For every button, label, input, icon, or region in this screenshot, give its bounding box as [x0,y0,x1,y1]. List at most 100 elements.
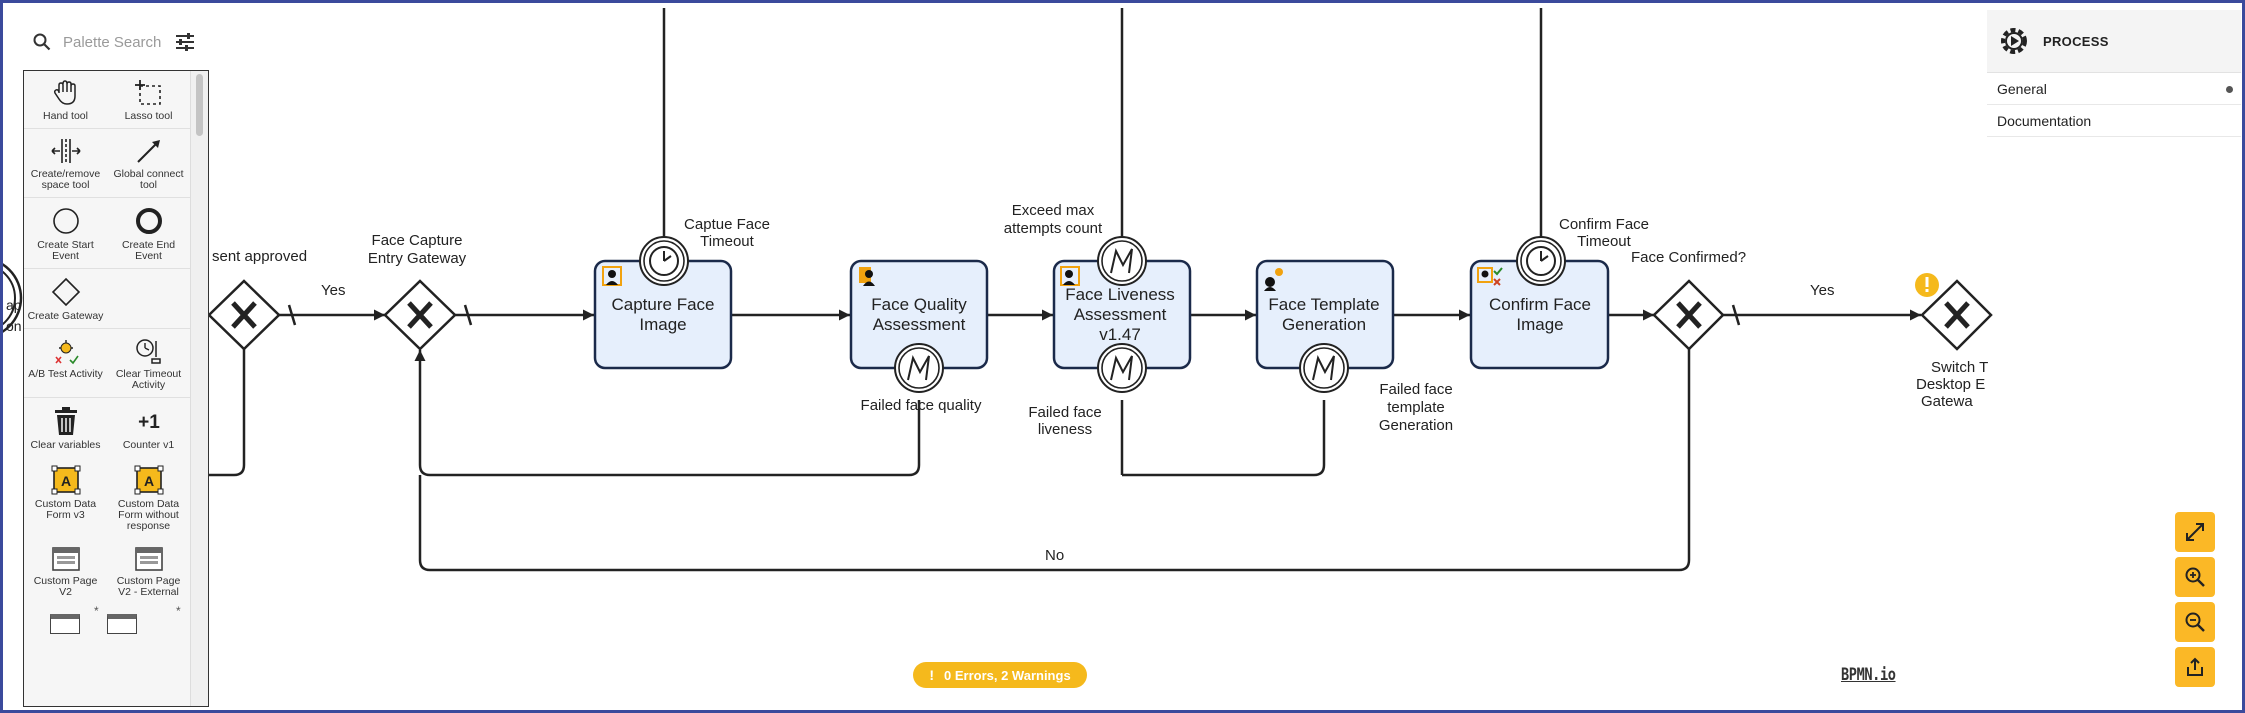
sequence-flows [208,304,1921,572]
palette-search-input[interactable]: Palette Search [63,33,162,51]
gateway-switch[interactable] [1920,279,1993,351]
timer-boundary-confirm[interactable] [1516,236,1566,286]
gateway-consent[interactable] [207,279,281,351]
face-liveness-icon [1060,266,1080,286]
palette-row-more: * * [24,604,190,635]
zoom-in-button[interactable] [2175,557,2215,597]
palette-item-space-tool[interactable]: Create/remove space tool [24,129,107,197]
palette-item-data-form-noresp[interactable]: A Custom Data Form without response [107,457,190,538]
label-capture-timeout-2: Timeout [700,233,754,250]
task-face-quality[interactable]: Face Quality Assessment [849,259,989,370]
properties-panel: PROCESS General Documentation [1987,10,2241,140]
data-form-icon: A [134,465,163,495]
trash-icon [54,407,77,436]
partial-label-2: on [6,318,22,334]
start-event-partial[interactable] [3,258,23,338]
fullscreen-button[interactable] [2175,512,2215,552]
label-capture-timeout-1: Captue Face [684,216,770,233]
palette-item-lasso[interactable]: Lasso tool [107,71,190,128]
palette-row-activities-2: Clear variables +1 Counter v1 [24,398,190,457]
palette-item-custom-page-external[interactable]: Custom Page V2 - External [107,538,190,604]
palette-item-data-form-v3[interactable]: A Custom Data Form v3 [24,457,107,538]
palette-item-end-event[interactable]: Create End Event [107,198,190,268]
validation-status-badge[interactable]: ! 0 Errors, 2 Warnings [913,662,1087,688]
error-boundary-quality[interactable] [894,343,944,393]
label-entry-gateway-2: Entry Gateway [368,250,467,267]
bpmn-io-logo[interactable]: BPMN.io [1841,665,1896,685]
filter-settings-icon[interactable] [175,33,195,51]
face-capture-icon [602,266,622,286]
properties-section-documentation[interactable]: Documentation [1987,105,2241,137]
svg-text:Face Liveness: Face Liveness [1065,285,1175,304]
face-confirm-icon [1477,267,1503,286]
palette-item-clear-timeout[interactable]: Clear Timeout Activity [107,329,190,397]
label-yes-2: Yes [1810,282,1834,299]
palette-search[interactable]: Palette Search [21,17,207,67]
timer-boundary-capture[interactable] [639,236,689,286]
page-icon [107,614,137,635]
gateway-face-confirmed[interactable] [1652,279,1725,351]
end-event-icon [135,208,162,235]
data-form-icon: A [51,465,80,495]
error-boundary-liveness-bottom[interactable] [1097,343,1147,393]
label-exceed-max-2: attempts count [1004,220,1103,237]
palette-item-counter[interactable]: +1 Counter v1 [107,398,190,457]
connect-arrow-icon [136,140,160,163]
palette-item-hand[interactable]: Hand tool [24,71,107,128]
label-exceed-max-1: Exceed max [1012,202,1095,219]
palette-row-tools: Hand tool Lasso tool [24,71,190,130]
palette-item-global-connect[interactable]: Global connect tool [107,129,190,197]
star-marker-icon: * [94,604,99,619]
task-capture-face-label-2: Image [639,315,686,334]
process-gear-icon [2001,28,2027,54]
palette-scrollbar[interactable] [190,71,208,706]
svg-text:A: A [60,473,70,489]
warning-marker[interactable] [1915,273,1939,297]
share-button[interactable] [2175,647,2215,687]
svg-text:Image: Image [1516,315,1563,334]
svg-text:Assessment: Assessment [1074,305,1167,324]
task-face-template[interactable]: Face Template Generation [1255,259,1395,370]
palette-scroll-thumb[interactable] [196,74,203,136]
palette-item-ab-test[interactable]: A/B Test Activity [24,329,107,397]
page-icon [134,547,163,571]
zoom-out-button[interactable] [2175,602,2215,642]
label-failed-template-1: Failed face [1379,381,1452,398]
partial-label-1: ap [6,297,22,313]
task-confirm-face[interactable]: Confirm Face Image [1469,259,1610,370]
page-icon [51,547,80,571]
error-boundary-template[interactable] [1299,343,1349,393]
gateway-icon [51,277,80,307]
task-capture-face-label-1: Capture Face [612,295,715,314]
label-switch-1: Switch T [1931,359,1988,376]
bpmn-canvas[interactable]: ap on [3,3,2245,713]
label-no: No [1045,547,1064,564]
palette-row-forms: A Custom Data Form v3 A Custom Data Form… [24,457,190,538]
palette-item-start-event[interactable]: Create Start Event [24,198,107,268]
search-icon [33,33,51,51]
palette-item-gateway[interactable]: Create Gateway [24,269,107,328]
gateway-entry[interactable] [383,279,457,351]
palette-row-events: Create Start Event Create End Event [24,198,190,270]
palette-item-custom-page[interactable]: Custom Page V2 [24,538,107,604]
label-switch-2: Desktop E [1916,376,1985,393]
properties-title: PROCESS [2043,33,2109,49]
palette-item-clear-variables[interactable]: Clear variables [24,398,107,457]
svg-text:Confirm Face: Confirm Face [1489,295,1591,314]
svg-text:+1: +1 [138,412,160,433]
properties-header: PROCESS [1987,10,2241,73]
error-boundary-liveness-top[interactable] [1097,236,1147,286]
zoom-out-icon [2185,612,2205,632]
palette-row-space: Create/remove space tool Global connect … [24,129,190,199]
star-marker-icon: * [176,604,181,619]
label-entry-gateway-1: Face Capture [372,232,463,249]
properties-section-general[interactable]: General [1987,73,2241,105]
palette-row-pages: Custom Page V2 Custom Page V2 - External [24,538,190,604]
svg-text:Assessment: Assessment [873,315,966,334]
validation-status-text: 0 Errors, 2 Warnings [944,667,1071,683]
svg-text:Face Quality: Face Quality [871,295,967,314]
label-switch-3: Gatewa [1921,393,1973,410]
label-confirm-timeout-1: Confirm Face [1559,216,1649,233]
task-capture-face[interactable]: Capture Face Image [593,259,733,370]
